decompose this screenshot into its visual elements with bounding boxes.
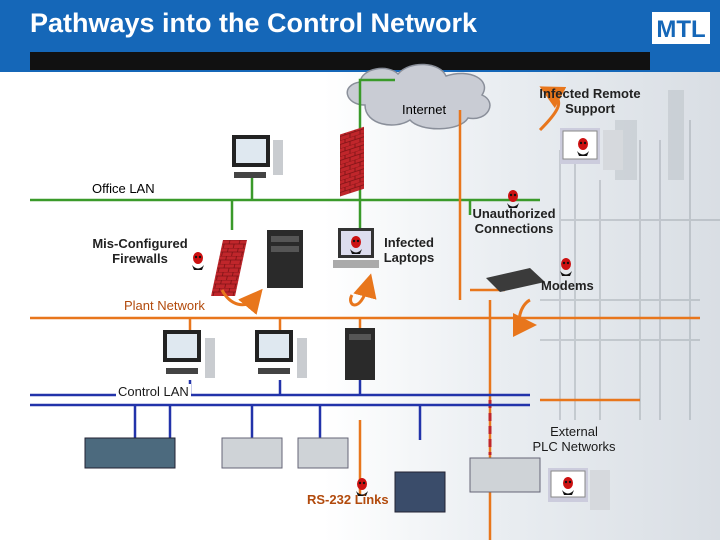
- arrow-laptop: [349, 273, 377, 307]
- remote-support-pc: [560, 128, 623, 170]
- arrow-remote: [538, 86, 567, 132]
- label-infected-laptops: Infected Laptops: [383, 235, 435, 265]
- label-plant-network: Plant Network: [122, 298, 207, 313]
- mtl-logo: MTL: [652, 12, 710, 44]
- label-external-plc-networks: External PLC Networks: [532, 424, 616, 454]
- plant-pc-1: [163, 330, 215, 378]
- firewall-misconfigured: [211, 240, 247, 296]
- svg-text:MTL: MTL: [656, 16, 705, 43]
- plant-server: [345, 328, 375, 380]
- label-unauthorized-connections: Unauthorized Connections: [472, 206, 556, 236]
- label-rs232-links: RS-232 Links: [307, 492, 389, 507]
- plc-racks: [84, 437, 541, 513]
- infected-laptop: [333, 228, 379, 268]
- internet-cloud: [346, 63, 491, 130]
- title-underline-bar: [30, 52, 650, 70]
- label-modems: Modems: [541, 278, 594, 293]
- label-control-lan: Control LAN: [116, 384, 191, 399]
- label-infected-remote-support: Infected Remote Support: [539, 86, 641, 116]
- plant-pc-2: [255, 330, 307, 378]
- threat-firewalls: [192, 252, 204, 270]
- arrow-modem: [512, 298, 537, 337]
- firewall-top: [340, 126, 364, 197]
- external-plc-pc: [548, 468, 610, 510]
- slide-title: Pathways into the Control Network: [30, 8, 478, 38]
- server-1: [267, 230, 303, 288]
- arrow-firewall: [220, 288, 263, 315]
- label-internet: Internet: [402, 102, 447, 117]
- office-pc: [232, 135, 283, 178]
- label-misconfigured-firewalls: Mis-Configured Firewalls: [92, 236, 188, 266]
- modem: [486, 268, 545, 292]
- label-office-lan: Office LAN: [92, 181, 155, 196]
- control-lan-line: [30, 380, 530, 440]
- threat-modems: [560, 258, 572, 276]
